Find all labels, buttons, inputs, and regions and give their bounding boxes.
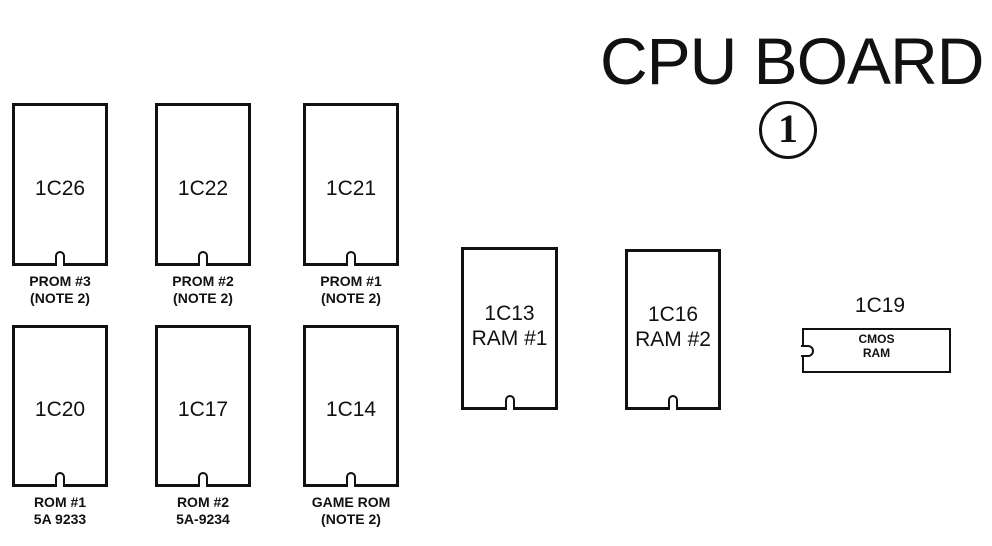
chip-id: 1C26 — [34, 177, 86, 200]
notch-icon — [346, 251, 356, 266]
label-line: 5A 9233 — [33, 511, 87, 527]
chip-id: 1C21 — [325, 177, 377, 200]
label-line: (NOTE 2) — [173, 290, 233, 306]
chip-1c16: 1C16 RAM #2 — [625, 249, 721, 410]
chip-1c14: 1C14 — [303, 325, 399, 487]
chip-label: PROM #2 (NOTE 2) — [155, 273, 251, 307]
chip-1c13: 1C13 RAM #1 — [461, 247, 558, 410]
chip-label: PROM #1 (NOTE 2) — [303, 273, 399, 307]
chip-id: 1C22 — [177, 177, 229, 200]
notch-icon — [504, 395, 515, 410]
chip-1c19-id: 1C19 — [854, 294, 906, 317]
chip-label: ROM #2 5A-9234 — [155, 494, 251, 528]
notch-icon — [801, 344, 814, 357]
label-line: (NOTE 2) — [321, 511, 381, 527]
label-line: (NOTE 2) — [321, 290, 381, 306]
chip-1c21: 1C21 — [303, 103, 399, 266]
chip-id: 1C13 — [484, 302, 535, 325]
label-line: PROM #2 — [172, 273, 234, 289]
label-line: ROM #2 — [176, 494, 230, 510]
chip-id: 1C14 — [325, 398, 377, 421]
notch-icon — [346, 472, 356, 487]
label-line: (NOTE 2) — [30, 290, 90, 306]
notch-icon — [668, 395, 678, 410]
notch-icon — [198, 472, 208, 487]
notch-icon — [55, 472, 65, 487]
notch-icon — [198, 251, 208, 266]
chip-cmos-label: CMOS RAM — [804, 332, 949, 360]
label-line: 5A-9234 — [176, 511, 230, 527]
chip-1c17: 1C17 — [155, 325, 251, 487]
chip-label: PROM #3 (NOTE 2) — [12, 273, 108, 307]
page-title: CPU BOARD — [600, 24, 984, 98]
label-line: GAME ROM — [311, 494, 391, 510]
chip-1c20: 1C20 — [12, 325, 108, 487]
label-line: PROM #3 — [29, 273, 91, 289]
chip-id: 1C20 — [34, 398, 86, 421]
label-line: RAM — [862, 346, 891, 360]
chip-label: ROM #1 5A 9233 — [12, 494, 108, 528]
board-number-circle: 1 — [759, 101, 817, 159]
chip-id: 1C16 — [647, 303, 699, 326]
label-line: PROM #1 — [320, 273, 382, 289]
chip-1c26: 1C26 — [12, 103, 108, 266]
chip-ram-label: RAM #2 — [635, 328, 711, 351]
chip-1c19: CMOS RAM — [801, 328, 951, 373]
notch-icon — [55, 251, 65, 266]
chip-1c22: 1C22 — [155, 103, 251, 266]
chip-label: GAME ROM (NOTE 2) — [293, 494, 409, 528]
chip-ram-label: RAM #1 — [471, 327, 548, 350]
chip-id: 1C17 — [177, 398, 229, 421]
label-line: CMOS — [858, 332, 895, 346]
label-line: ROM #1 — [33, 494, 87, 510]
